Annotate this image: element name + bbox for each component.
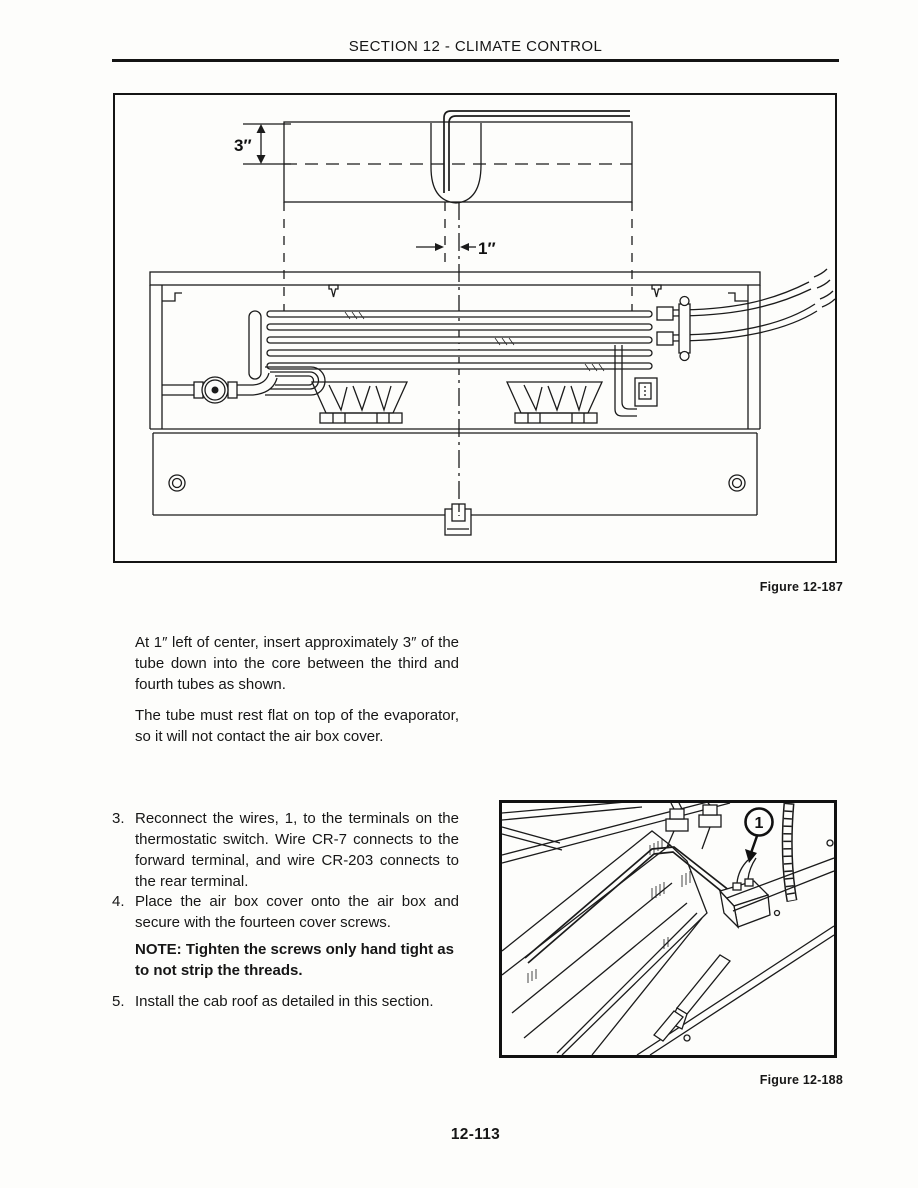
note-text: NOTE: Tighten the screws only hand tight…: [135, 941, 454, 979]
panel-bracket: [676, 954, 731, 1015]
callout-1: 1: [744, 807, 774, 863]
paragraph-insert-tube: At 1″ left of center, insert approximate…: [135, 634, 459, 693]
callout-1-label: 1: [755, 815, 764, 832]
tube-u-bends: [265, 366, 326, 396]
air-box-front-view: [149, 268, 835, 536]
air-box-cover-top-view: [283, 110, 633, 204]
paragraph-tube-rest-flat: The tube must rest flat on top of the ev…: [135, 707, 459, 745]
page-number: 12-113: [450, 1126, 501, 1143]
thermostatic-switch: [634, 377, 658, 407]
step-number: 3.: [112, 810, 125, 827]
thermostatic-switch-block: [718, 857, 771, 929]
inserted-tube: [443, 110, 630, 193]
top-rail: [149, 271, 761, 286]
evaporator-tubes: [248, 310, 653, 396]
ribbed-hose: [781, 803, 798, 902]
bottom-bracket: [444, 508, 472, 536]
figure-12-187: 3″ 1″: [113, 93, 837, 563]
grommet: [728, 474, 746, 492]
step-4: 4. Place the air box cover onto the air …: [112, 891, 460, 933]
mount-bracket: [506, 381, 603, 424]
step-5: 5. Install the cab roof as detailed in t…: [112, 991, 460, 1012]
core-fins-hatching: [430, 123, 482, 204]
mount-bracket: [310, 381, 409, 424]
drain-valve: [162, 372, 278, 404]
step-number: 4.: [112, 893, 125, 910]
projection-lines: [283, 202, 633, 513]
suction-discharge-lines: [614, 268, 835, 417]
figure-12-188-caption: Figure 12-188: [759, 1073, 843, 1087]
cab-roof-rails: [502, 803, 731, 864]
panel-bracket: [653, 1010, 684, 1042]
dimension-3in: 3″: [234, 123, 291, 165]
floor-panel: [636, 839, 834, 1055]
grommet: [168, 474, 186, 492]
step-text: Place the air box cover onto the air box…: [135, 893, 459, 931]
step-text: Reconnect the wires, 1, to the terminals…: [135, 810, 459, 890]
page-header-title: SECTION 12 - CLIMATE CONTROL: [348, 38, 603, 55]
line-clamp: [678, 303, 691, 354]
step-text: Install the cab roof as detailed in this…: [135, 993, 434, 1010]
figure-12-187-caption: Figure 12-187: [759, 580, 843, 594]
expansion-valve-fittings: [665, 803, 722, 850]
switch-wires: [736, 859, 749, 884]
dimension-1in-label: 1″: [478, 239, 496, 258]
figure-12-188: 1: [499, 800, 837, 1058]
dimension-3in-label: 3″: [234, 136, 252, 155]
dimension-1in: 1″: [416, 239, 496, 258]
figure-12-187-drawing: 3″ 1″: [149, 110, 835, 536]
step-3: 3. Reconnect the wires, 1, to the termin…: [112, 808, 460, 892]
header-rule: [112, 59, 839, 62]
step-number: 5.: [112, 993, 125, 1010]
figure-12-188-illustration: 1: [502, 803, 834, 1055]
front-panel: [150, 428, 760, 536]
